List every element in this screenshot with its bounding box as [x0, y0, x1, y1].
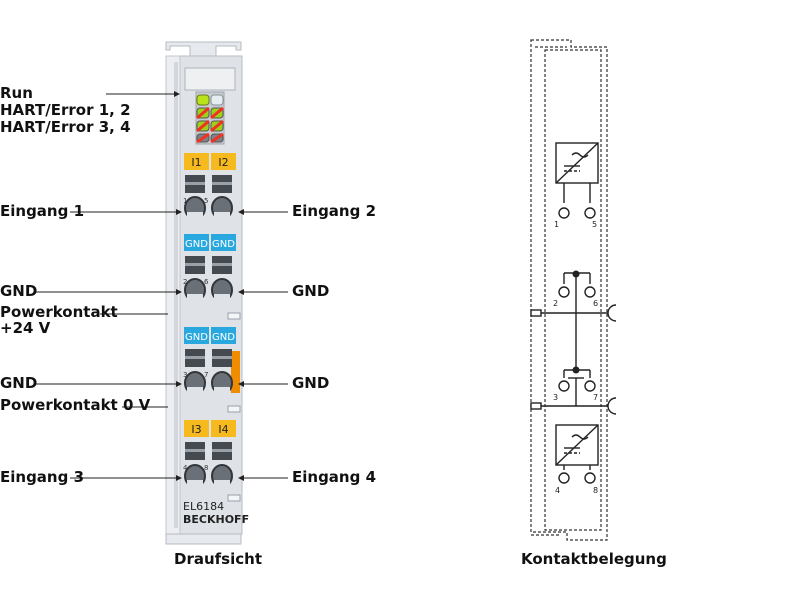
label-powerkontakt-24v-line1: Powerkontakt — [0, 303, 118, 321]
badge-i4: I4 — [218, 423, 228, 436]
badge-i2-bg — [211, 153, 236, 170]
label-gnd-right-1: GND — [292, 282, 330, 300]
led-run-2 — [210, 94, 224, 106]
badge-i3-bg — [184, 420, 209, 437]
label-powerkontakt-0v: Powerkontakt 0 V — [0, 396, 151, 414]
schematic-outline — [530, 39, 608, 541]
led-extra-1 — [196, 132, 210, 144]
schematic-pin-4: 4 — [555, 486, 560, 495]
contact-group-1 — [184, 175, 233, 222]
label-gnd-left-2: GND — [0, 374, 38, 392]
badge-gnd-b-bg — [211, 234, 236, 251]
brand-label: BECKHOFF — [183, 513, 249, 526]
schematic-pin-3: 3 — [553, 393, 558, 402]
power-tab-0v — [227, 405, 241, 413]
caption-draufsicht: Draufsicht — [174, 550, 262, 568]
badge-i1: I1 — [191, 156, 201, 169]
badge-i2: I2 — [218, 156, 228, 169]
schematic-pin-8: 8 — [593, 486, 598, 495]
contact-num-8: 8 — [204, 464, 208, 472]
badge-gnd-c-bg — [184, 327, 209, 344]
schematic-pin-2: 2 — [553, 299, 558, 308]
label-eingang-2: Eingang 2 — [292, 202, 377, 220]
schematic-pin-1: 1 — [554, 220, 559, 229]
badge-i1-bg — [184, 153, 209, 170]
badge-gnd-d-bg — [211, 327, 236, 344]
contact-num-1: 1 — [183, 197, 187, 205]
badge-gnd-a: GND — [185, 239, 208, 250]
converter-symbol-1 — [555, 142, 599, 219]
leader-lines — [34, 93, 288, 479]
label-powerkontakt-24v-line2: +24 V — [0, 319, 51, 337]
badge-gnd-c: GND — [185, 332, 208, 343]
bus-node-2 — [572, 366, 580, 374]
label-hart-error-12: HART/Error 1, 2 — [0, 101, 131, 119]
led-hart34-1 — [196, 119, 210, 133]
label-hart-error-34: HART/Error 3, 4 — [0, 118, 131, 136]
contact-group-2 — [184, 256, 233, 304]
label-gnd-right-2: GND — [292, 374, 330, 392]
contact-num-3: 3 — [183, 371, 187, 379]
power-tab-bottom — [227, 494, 241, 502]
label-eingang-1: Eingang 1 — [0, 202, 85, 220]
led-hart34-2 — [210, 119, 224, 133]
led-extra-2 — [210, 132, 224, 144]
led-run-1 — [196, 94, 210, 106]
contact-num-6: 6 — [204, 278, 209, 286]
caption-kontaktbelegung: Kontaktbelegung — [521, 550, 667, 568]
led-window-top — [184, 67, 236, 91]
badge-gnd-a-bg — [184, 234, 209, 251]
badge-gnd-d: GND — [212, 332, 235, 343]
terminal-top-clip — [165, 41, 242, 57]
contact-group-3 — [184, 349, 233, 397]
label-eingang-3: Eingang 3 — [0, 468, 85, 486]
terminal-bottom-clip — [165, 533, 242, 545]
label-gnd-left-1: GND — [0, 282, 38, 300]
bus-node-1 — [572, 270, 580, 278]
schematic-pin-6: 6 — [593, 299, 598, 308]
badge-gnd-b: GND — [212, 239, 235, 250]
contact-num-2: 2 — [183, 278, 187, 286]
led-hart12-2 — [210, 106, 224, 120]
power-tab-24v — [227, 312, 241, 320]
schematic-pin-7: 7 — [593, 393, 598, 402]
label-eingang-4: Eingang 4 — [292, 468, 377, 486]
badge-i4-bg — [211, 420, 236, 437]
badge-i3: I3 — [191, 423, 201, 436]
orange-power-marker — [231, 351, 240, 393]
contact-num-4: 4 — [183, 464, 188, 472]
led-hart12-1 — [196, 106, 210, 120]
label-run: Run — [0, 84, 33, 102]
model-label: EL6184 — [183, 500, 224, 513]
converter-symbol-2 — [555, 424, 599, 484]
contact-group-4 — [184, 442, 233, 490]
contact-num-7: 7 — [204, 371, 208, 379]
contact-num-5: 5 — [204, 197, 208, 205]
schematic-pin-5: 5 — [592, 220, 597, 229]
power-bus — [530, 272, 617, 415]
leader-arrowheads — [174, 91, 244, 481]
